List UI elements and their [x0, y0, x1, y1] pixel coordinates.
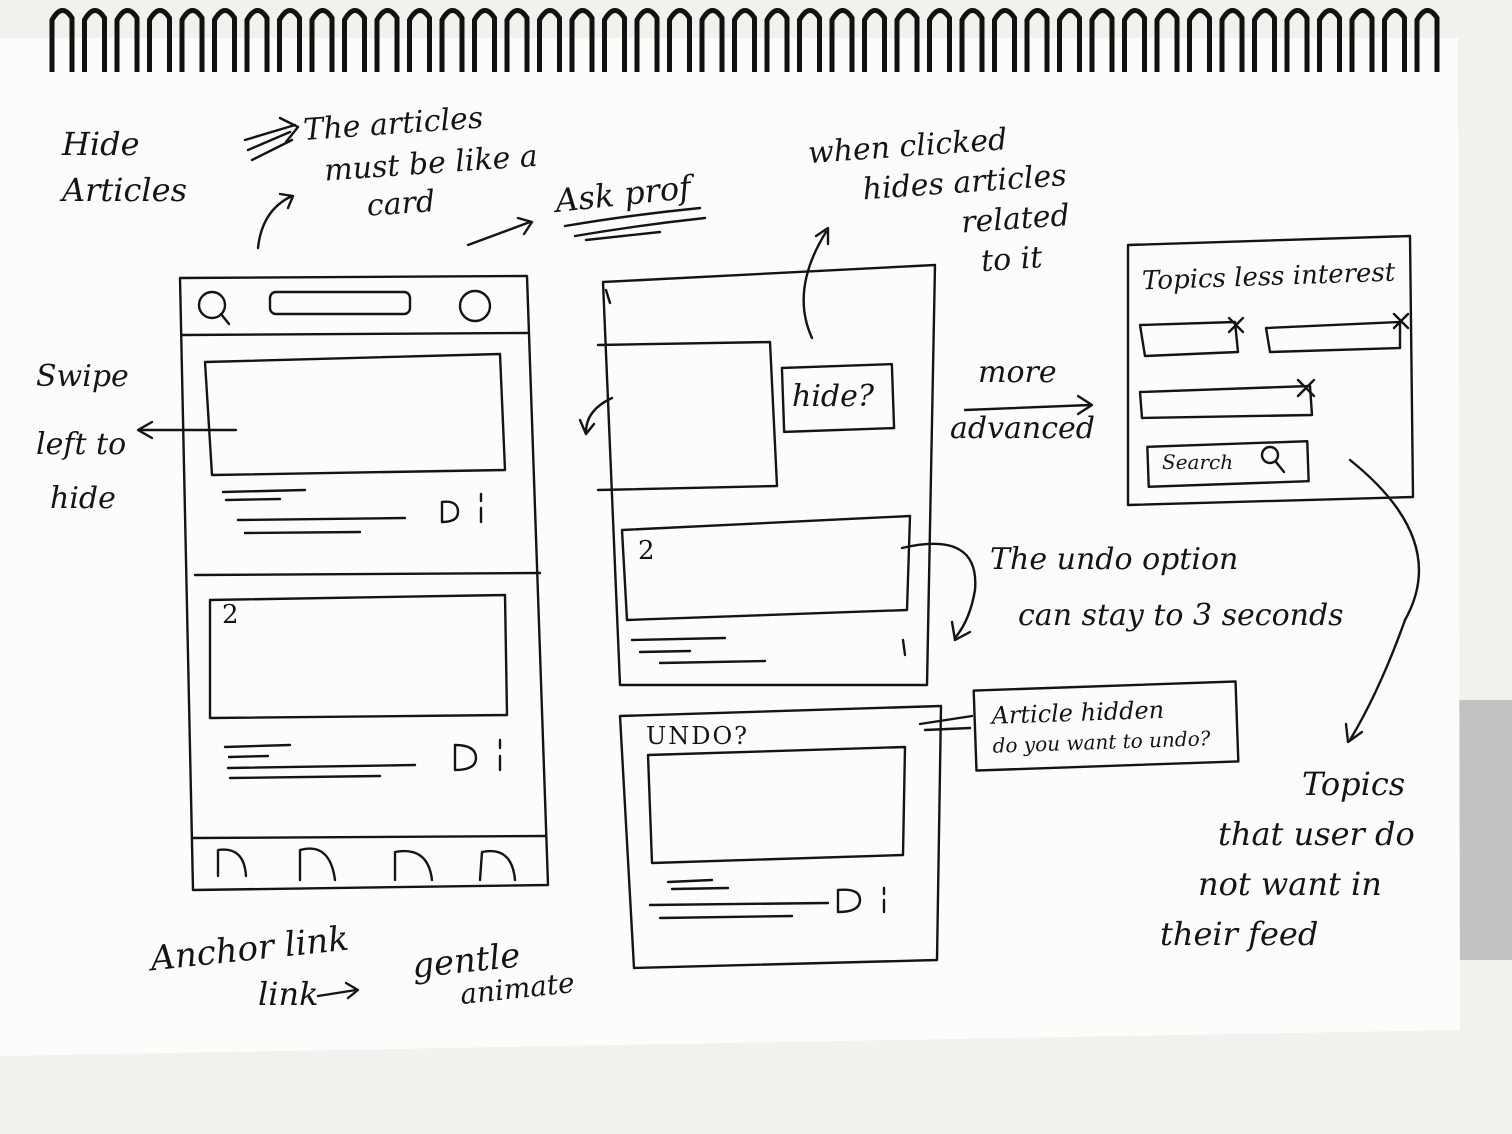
note-anchor-link: link: [258, 978, 318, 1010]
note-more-advanced: more advanced: [950, 358, 1095, 444]
note-undo: The undo option can stay to 3 seconds: [990, 545, 1344, 631]
note-when-clicked: when clicked hides articles related to i…: [807, 121, 1073, 289]
card-number: 2: [638, 538, 655, 564]
note-swipe: Swipe left to hide: [36, 362, 129, 514]
undo-label[interactable]: UNDO?: [646, 724, 749, 748]
note-hide-articles: Hide Articles: [62, 128, 187, 206]
card-number: 2: [222, 602, 239, 628]
hide-button-label[interactable]: hide?: [792, 382, 874, 412]
note-topics: Topics that user do not want in their fe…: [1160, 768, 1415, 950]
undo-toast-text[interactable]: Article hidden do you want to undo?: [991, 696, 1211, 756]
search-button-label[interactable]: Search: [1162, 452, 1233, 472]
note-card: The articles must be like a card: [298, 100, 541, 226]
